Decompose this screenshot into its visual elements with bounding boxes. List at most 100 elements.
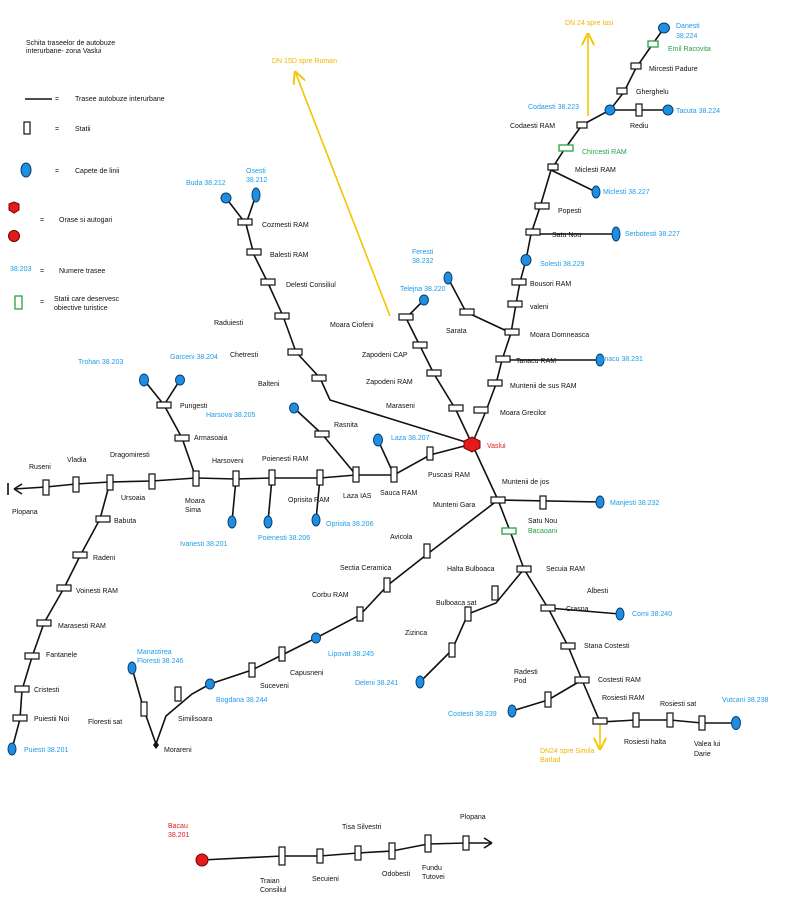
stop-radeni[interactable] — [72, 551, 88, 559]
stop-moara-sima[interactable] — [192, 470, 200, 487]
stop-halta-bulboaca[interactable] — [491, 585, 499, 601]
terminal-manjesti[interactable] — [595, 495, 605, 509]
stop-plopana-bottom[interactable] — [462, 835, 470, 851]
terminal-laza[interactable] — [373, 433, 383, 447]
stop-zapodeni-cap[interactable] — [412, 341, 428, 349]
stop-bousori-ram[interactable] — [511, 278, 527, 286]
stop-bacaoani[interactable] — [501, 527, 517, 535]
terminal-feresti[interactable] — [443, 271, 453, 285]
stop-cristesti[interactable] — [14, 685, 30, 693]
stop-moara-domneasca[interactable] — [504, 328, 520, 336]
terminal-oprisita[interactable] — [311, 513, 321, 527]
stop-zapodeni-ram[interactable] — [426, 369, 442, 377]
stop-cozmesti-ram[interactable] — [237, 218, 253, 226]
terminal-bogdana[interactable] — [205, 678, 215, 690]
terminal-solesti[interactable] — [520, 254, 532, 266]
stop-marasesti-ram[interactable] — [36, 619, 52, 627]
stop-balteni[interactable] — [311, 374, 327, 382]
terminal-garceni[interactable] — [175, 374, 185, 386]
stop-rediu[interactable] — [635, 103, 643, 117]
stop-balesti-ram[interactable] — [246, 248, 262, 256]
stop-rosiesti-halta[interactable] — [632, 712, 640, 728]
stop-chircesti-ram[interactable] — [558, 144, 574, 152]
stop-suceveni[interactable] — [248, 662, 256, 678]
terminal-tanacu[interactable] — [595, 353, 605, 367]
terminal-costesti[interactable] — [507, 704, 517, 718]
stop-tanacu-ram[interactable] — [495, 355, 511, 363]
terminal-danesti[interactable] — [658, 22, 670, 34]
terminal-puiesti[interactable] — [7, 742, 17, 756]
terminal-lipovat[interactable] — [311, 632, 321, 644]
stop-raduiesti[interactable] — [274, 312, 290, 320]
city-vaslui-icon[interactable] — [463, 436, 481, 453]
stop-crasna[interactable] — [540, 604, 556, 612]
terminal-buda[interactable] — [220, 192, 232, 204]
stop-ursoaia[interactable] — [148, 473, 156, 490]
stop-sectia-ceramica[interactable] — [383, 577, 391, 593]
stop-avicola[interactable] — [423, 543, 431, 559]
stop-delesti-consiliul[interactable] — [260, 278, 276, 286]
stop-radesti-pod[interactable] — [544, 691, 552, 708]
stop-secuia-ram[interactable] — [516, 565, 532, 573]
terminal-ivanesti[interactable] — [227, 515, 237, 529]
terminal-manastirea[interactable] — [127, 661, 137, 675]
terminal-corni[interactable] — [615, 607, 625, 621]
stop-fantanele[interactable] — [24, 652, 40, 660]
stop-puscasi-ram[interactable] — [426, 446, 434, 461]
stop-dragomiresti[interactable] — [106, 474, 114, 491]
stop-bulboaca-sat[interactable] — [464, 606, 472, 622]
stop-similisoara[interactable] — [174, 686, 182, 702]
stop-maraseni[interactable] — [448, 404, 464, 412]
stop-stana-costesti[interactable] — [560, 642, 576, 650]
stop-moara-ciofeni[interactable] — [398, 313, 414, 321]
stop-armasoaia[interactable] — [174, 434, 190, 442]
stop-chetresti[interactable] — [287, 348, 303, 356]
stop-harsoveni[interactable] — [232, 470, 240, 487]
stop-odobesti[interactable] — [388, 842, 396, 860]
stop-voinesti-ram[interactable] — [56, 584, 72, 592]
terminal-codaesti[interactable] — [604, 104, 616, 116]
stop-sarata[interactable] — [459, 308, 475, 316]
stop-costesti-ram[interactable] — [574, 676, 590, 684]
stop-sauca-ram[interactable] — [390, 466, 398, 483]
stop-moara-grecilor[interactable] — [473, 406, 489, 414]
stop-secuieni[interactable] — [316, 848, 324, 864]
stop-capusneni[interactable] — [278, 646, 286, 662]
stop-rosiesti-sat[interactable] — [666, 712, 674, 728]
stop-zizinca[interactable] — [448, 642, 456, 658]
stop-vladia[interactable] — [72, 476, 80, 493]
terminal-harsova[interactable] — [289, 402, 299, 414]
terminal-trohan[interactable] — [139, 373, 149, 387]
stop-gherghelu[interactable] — [616, 87, 628, 95]
stop-pungesti[interactable] — [156, 401, 172, 409]
stop-babuta[interactable] — [95, 515, 111, 523]
stop-corbu-ram[interactable] — [356, 606, 364, 622]
stop-muntenii-de-jos[interactable] — [490, 496, 506, 504]
stop-codaesti-ram[interactable] — [576, 121, 588, 129]
terminal-telejna[interactable] — [419, 294, 429, 306]
stop-poienesti-ram[interactable] — [268, 469, 276, 486]
city-bacau-icon[interactable] — [195, 853, 209, 867]
stop-oprisita-ram[interactable] — [316, 469, 324, 486]
stop-rasnita[interactable] — [314, 430, 330, 438]
stop-puiestii-noi[interactable] — [12, 714, 28, 722]
terminal-miclesti[interactable] — [591, 185, 601, 199]
stop-floresti-sat[interactable] — [140, 701, 148, 717]
stop-emil-racovita[interactable] — [647, 40, 659, 48]
stop-miclesti-ram[interactable] — [547, 163, 559, 171]
terminal-poienesti[interactable] — [263, 515, 273, 529]
stop-fundu-tutovei[interactable] — [424, 834, 432, 853]
stop-satu-nou-north[interactable] — [525, 228, 541, 236]
stop-mircesti-padure[interactable] — [630, 62, 642, 70]
stop-traian-consiliul[interactable] — [278, 846, 286, 866]
stop-rosiesti-ram[interactable] — [592, 717, 608, 725]
stop-manjesti-stop[interactable] — [539, 495, 547, 510]
stop-ruseni[interactable] — [42, 479, 50, 496]
stop-muntenii-de-sus[interactable] — [487, 379, 503, 387]
terminal-osesti[interactable] — [251, 187, 261, 203]
terminal-vutcani[interactable] — [731, 716, 741, 730]
stop-popesti[interactable] — [534, 202, 550, 210]
stop-laza-ias[interactable] — [352, 466, 360, 483]
stop-valea-lui-darie[interactable] — [698, 715, 706, 731]
stop-tisa-silvestri[interactable] — [354, 845, 362, 861]
